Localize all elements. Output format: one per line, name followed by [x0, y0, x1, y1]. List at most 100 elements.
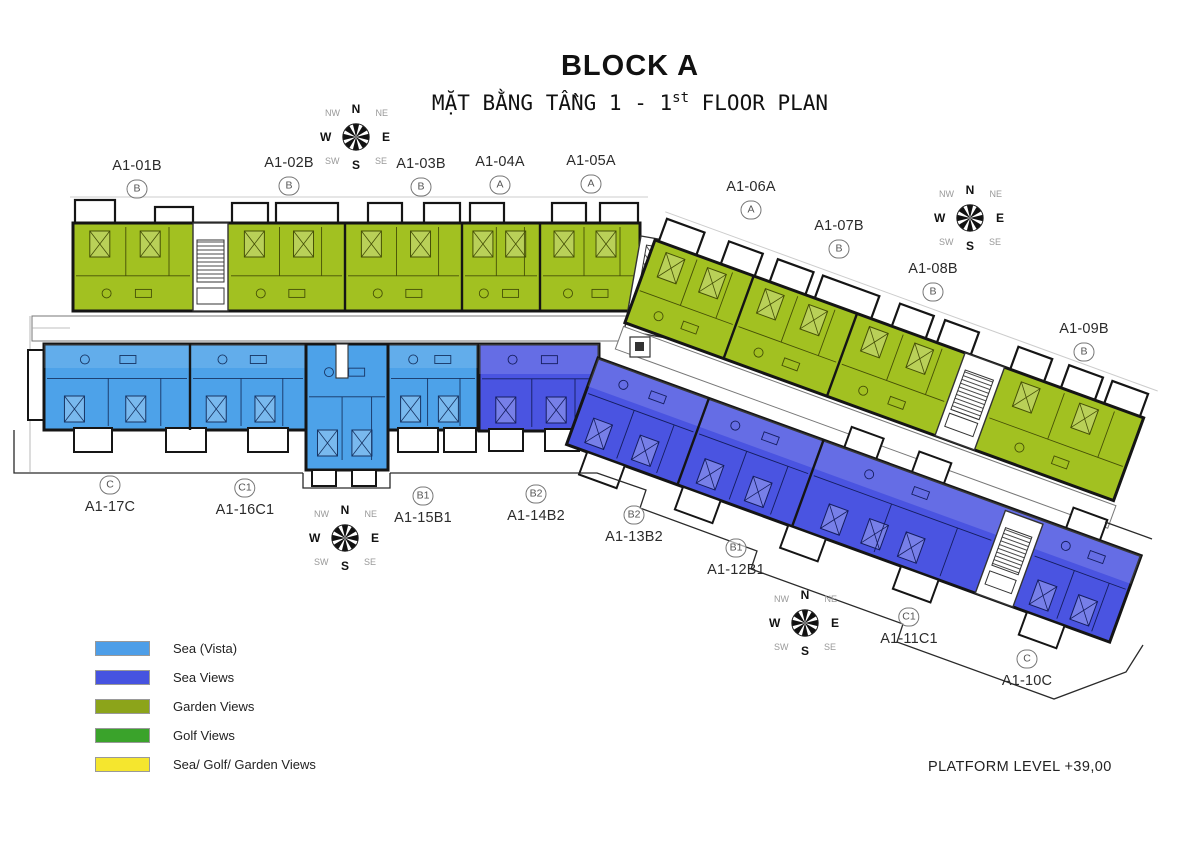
legend-label: Sea/ Golf/ Garden Views	[173, 757, 316, 772]
legend-label: Garden Views	[173, 699, 255, 714]
unit-label: A1-14B2	[507, 508, 565, 524]
legend-swatch	[95, 699, 150, 714]
compass-label-nw: NW	[314, 509, 329, 519]
unit-block-a1-14b2	[477, 336, 651, 452]
title-block: BLOCK A MẶT BẰNG TẦNG 1 - 1st FLOOR PLAN	[330, 50, 930, 115]
unit-label: A1-10C	[1001, 673, 1053, 689]
stairwell-southeast	[974, 509, 1044, 608]
compass-label-ne: NE	[364, 509, 377, 519]
stairwell-west	[192, 222, 229, 312]
unit-type-badge: B	[828, 239, 850, 259]
legend-swatch	[95, 757, 150, 772]
unit-label: A1-03B	[396, 156, 446, 172]
unit-type-badge: C	[99, 475, 121, 495]
unit-type-badge: A	[580, 174, 602, 194]
legend-item: Golf Views	[95, 728, 235, 743]
compass-label-w: W	[934, 211, 946, 225]
compass-label-n: N	[351, 102, 361, 116]
legend-item: Sea (Vista)	[95, 641, 237, 656]
unit-label: A1-08B	[908, 261, 958, 277]
compass-label-ne: NE	[824, 594, 837, 604]
unit-type-badge: C1	[234, 478, 256, 498]
page-subtitle: MẶT BẰNG TẦNG 1 - 1st FLOOR PLAN	[431, 90, 829, 115]
compass-label-s: S	[800, 644, 810, 658]
unit-label: A1-12B1	[707, 562, 765, 578]
unit-label: A1-16C1	[215, 502, 275, 518]
unit-label: A1-13B2	[605, 529, 663, 545]
compass-label-se: SE	[363, 557, 376, 567]
terrace-outline	[13, 430, 1153, 700]
wing-garden-west	[71, 198, 642, 313]
legend-item: Sea Views	[95, 670, 234, 685]
compass-label-w: W	[769, 616, 781, 630]
legend-label: Golf Views	[173, 728, 235, 743]
compass-label-se: SE	[988, 237, 1001, 247]
compass-label-se: SE	[374, 156, 387, 166]
unit-type-badge: B	[1073, 342, 1095, 362]
compass-label-nw: NW	[325, 108, 340, 118]
compass-label-se: SE	[823, 642, 836, 652]
unit-type-badge: C1	[898, 607, 920, 627]
stairwell-east	[934, 351, 1006, 451]
unit-type-badge: B2	[623, 505, 645, 525]
compass-label-e: E	[381, 130, 390, 144]
compass-label-n: N	[965, 183, 975, 197]
compass-label-e: E	[995, 211, 1004, 225]
compass-label-e: E	[830, 616, 839, 630]
unit-type-badge: B	[126, 179, 148, 199]
unit-label: A1-11C1	[880, 631, 938, 647]
unit-type-badge: A	[740, 200, 762, 220]
wing-garden-east	[614, 211, 1158, 529]
compass-label-nw: NW	[939, 189, 954, 199]
unit-label: A1-07B	[814, 218, 864, 234]
compass-label-sw: SW	[939, 237, 954, 247]
unit-label: A1-02B	[264, 155, 314, 171]
unit-label: A1-15B1	[394, 510, 452, 526]
corridor-west	[31, 315, 647, 342]
unit-label: A1-01B	[112, 158, 162, 174]
unit-type-badge: B1	[412, 486, 434, 506]
unit-label: A1-06A	[726, 179, 776, 195]
legend-item: Garden Views	[95, 699, 254, 714]
compass-label-nw: NW	[774, 594, 789, 604]
unit-type-badge: B	[278, 176, 300, 196]
unit-label: A1-05A	[566, 153, 616, 169]
unit-type-badge: A	[489, 175, 511, 195]
unit-type-badge: B1	[725, 538, 747, 558]
compass-label-n: N	[340, 503, 350, 517]
unit-type-badge: C	[1016, 649, 1038, 669]
legend-label: Sea (Vista)	[173, 641, 238, 656]
compass-label-s: S	[965, 239, 975, 253]
compass-label-n: N	[800, 588, 810, 602]
compass-label-sw: SW	[314, 557, 329, 567]
unit-label: A1-17C	[84, 499, 136, 515]
compass-label-w: W	[320, 130, 332, 144]
wing-sea-vista	[27, 342, 480, 487]
legend-swatch	[95, 670, 150, 685]
legend-swatch	[95, 641, 150, 656]
unit-label: A1-09B	[1059, 321, 1109, 337]
unit-type-badge: B	[410, 177, 432, 197]
compass-label-s: S	[340, 559, 350, 573]
compass-label-sw: SW	[774, 642, 789, 652]
unit-type-badge: B	[922, 282, 944, 302]
page-title: BLOCK A	[560, 50, 700, 82]
unit-type-badge: B2	[525, 484, 547, 504]
compass-label-ne: NE	[989, 189, 1002, 199]
platform-level-label: PLATFORM LEVEL +39,00	[928, 759, 1112, 775]
wing-sea-east	[564, 356, 1144, 650]
compass-label-s: S	[351, 158, 361, 172]
compass-label-sw: SW	[325, 156, 340, 166]
unit-label: A1-04A	[475, 154, 525, 170]
legend-item: Sea/ Golf/ Garden Views	[95, 757, 316, 772]
compass-label-w: W	[309, 531, 321, 545]
compass-label-e: E	[370, 531, 379, 545]
legend-swatch	[95, 728, 150, 743]
compass-label-ne: NE	[375, 108, 388, 118]
